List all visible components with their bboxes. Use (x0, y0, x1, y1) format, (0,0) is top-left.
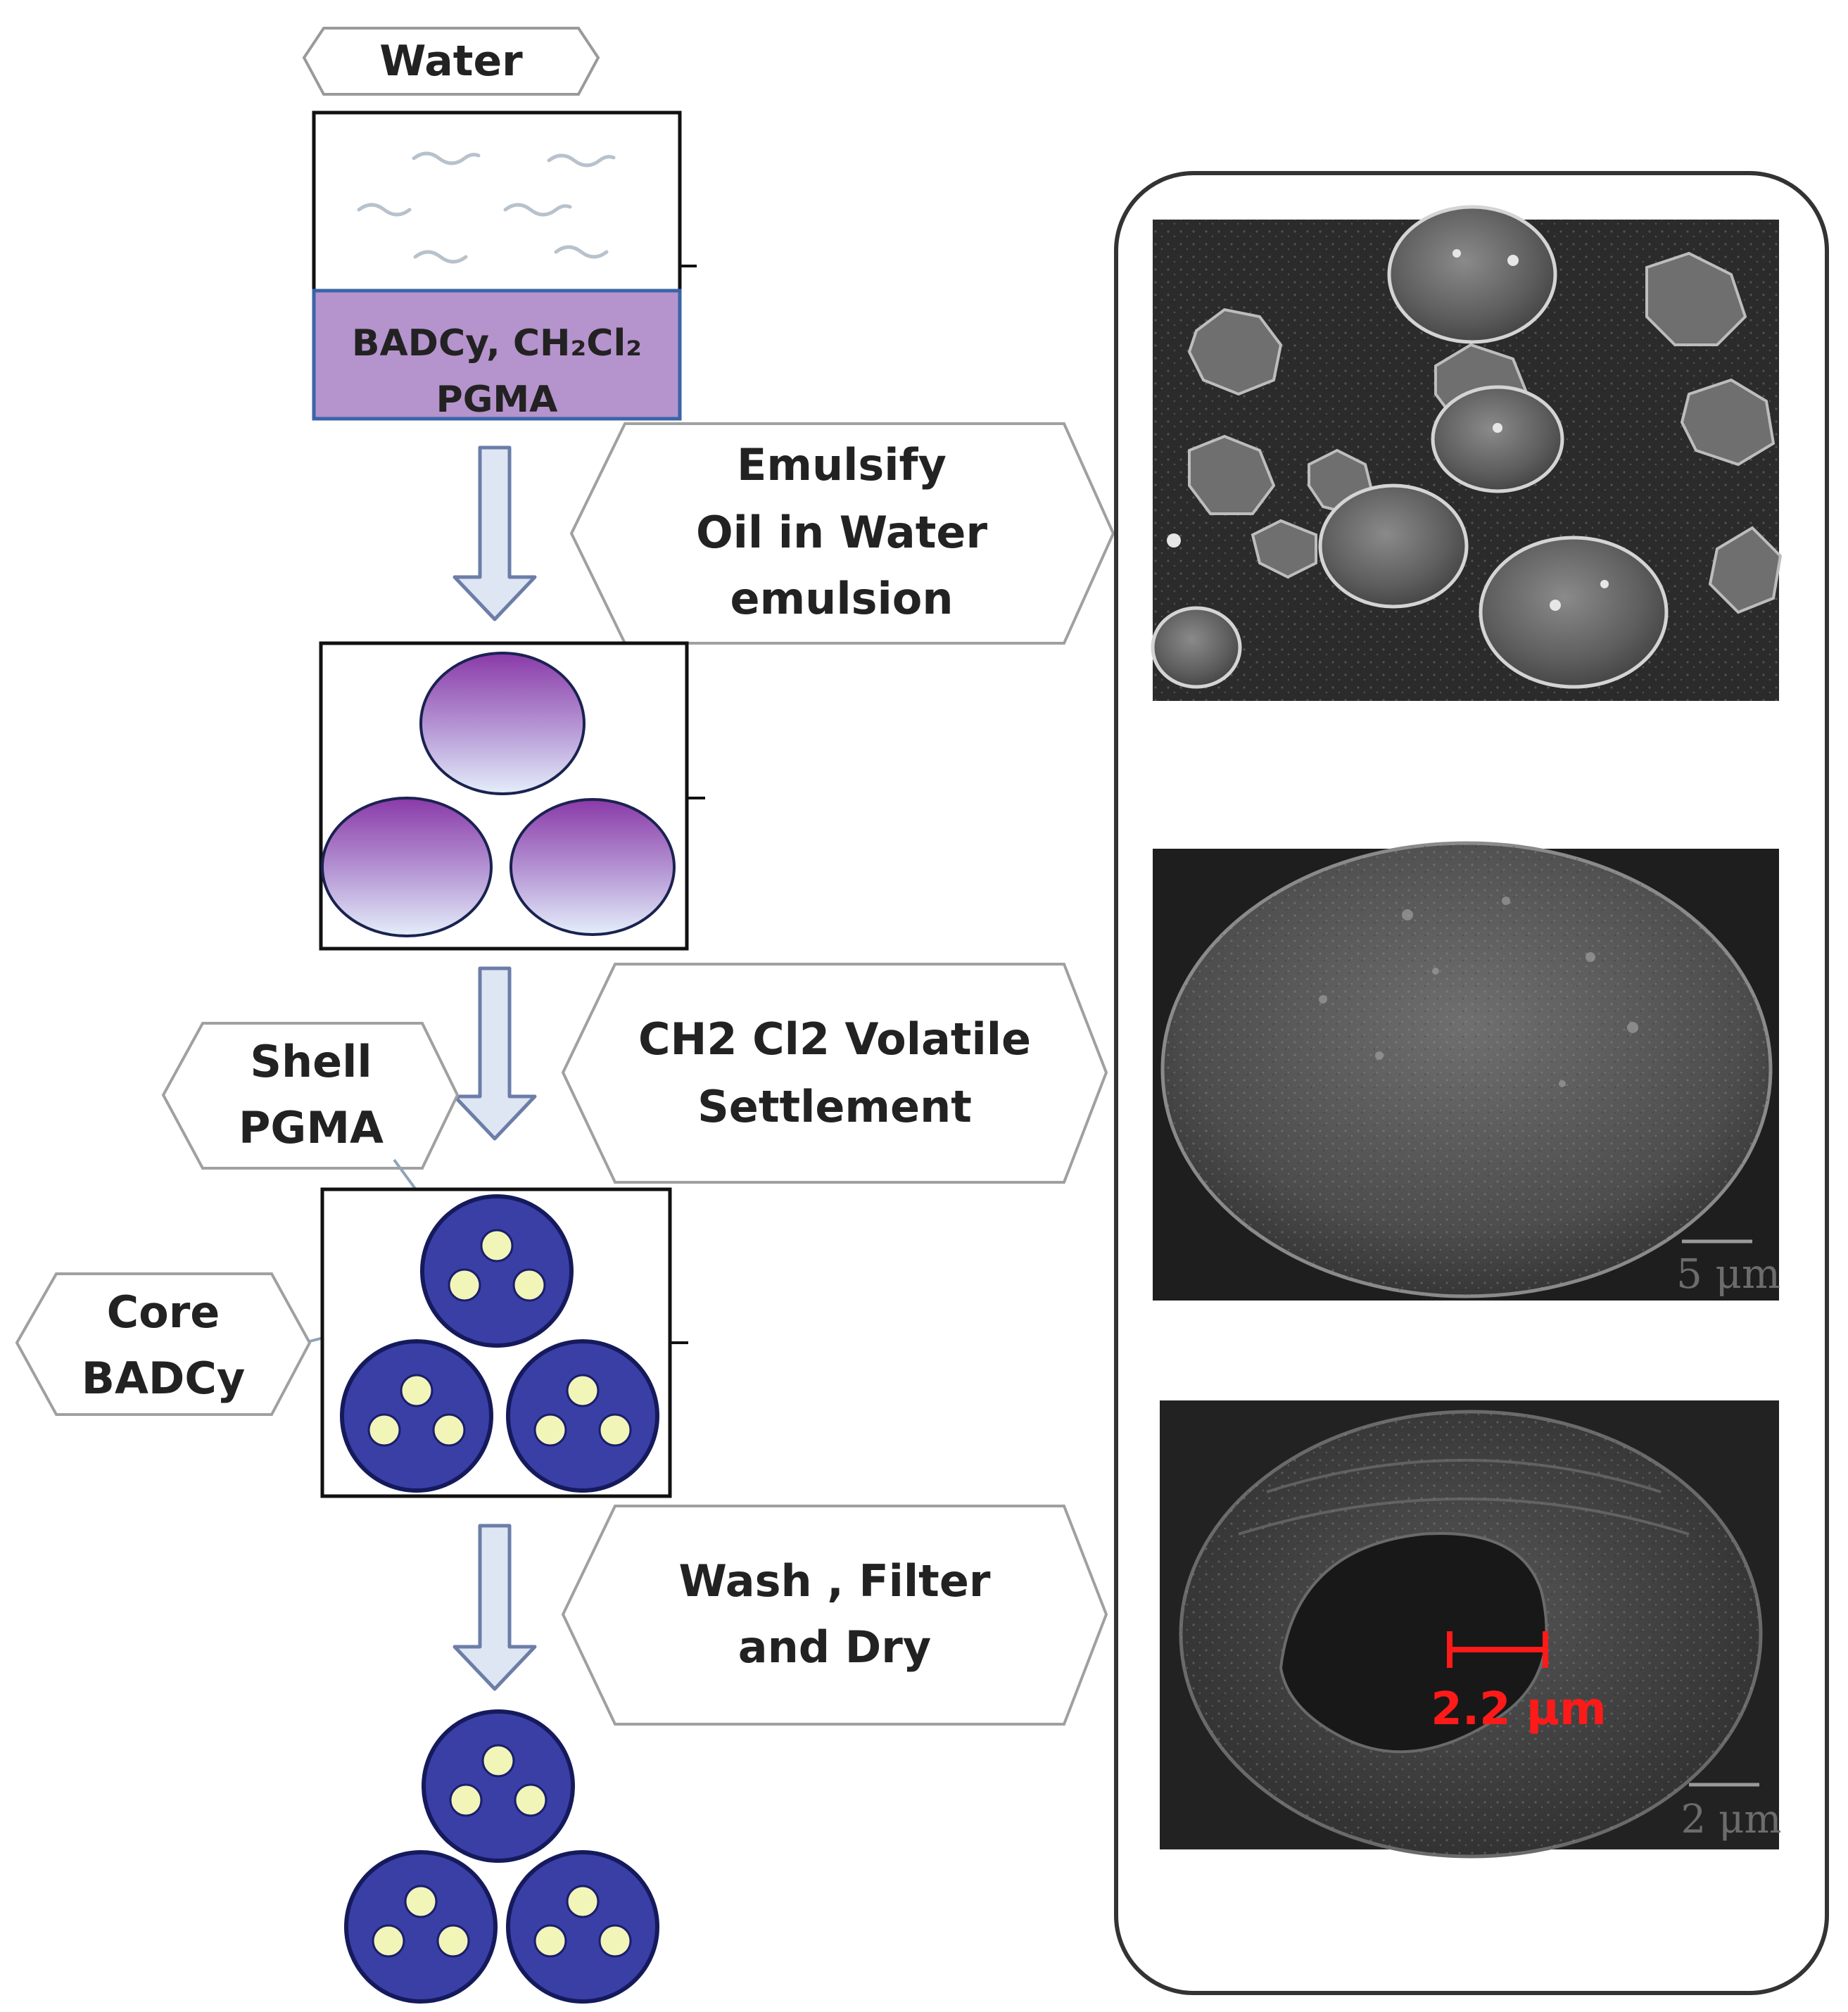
microcapsule (506, 1339, 659, 1493)
step1-text-2: Oil in Water (696, 507, 987, 558)
microcapsule (420, 1194, 574, 1348)
oil-phase-text-2: PGMA (436, 379, 558, 421)
final-capsules (344, 1709, 659, 2004)
step2-text-2: Settlement (697, 1081, 972, 1132)
oil-droplet (419, 652, 586, 795)
core-shell-capsules-box (320, 1187, 688, 1498)
step-volatile-callout: CH2 Cl2 Volatile Settlement (561, 963, 1108, 1184)
measurement-annotation (1447, 1631, 1548, 1668)
sem-image-hollow-sphere: 2 μm 2.2 μm (1160, 1400, 1782, 1859)
shell-text-2: PGMA (239, 1102, 384, 1153)
microcapsule (422, 1709, 575, 1863)
down-arrow-icon (452, 445, 537, 621)
two-phase-container: BADCy, CH₂Cl₂ PGMA (312, 110, 697, 421)
measurement-label: 2.2 μm (1431, 1683, 1606, 1735)
step3-text-2: and Dry (738, 1621, 931, 1673)
microcapsule (506, 1850, 659, 2004)
core-text-2: BADCy (82, 1353, 246, 1404)
water-phase (312, 110, 682, 293)
step2-text-1: CH2 Cl2 Volatile (638, 1013, 1031, 1065)
oil-phase-text-1: BADCy, CH₂Cl₂ (352, 322, 642, 365)
microcapsule (340, 1339, 493, 1493)
sem-image-single-sphere: 5 μm (1153, 841, 1780, 1301)
core-label-callout: Core BADCy (15, 1272, 423, 1416)
oil-droplet (510, 798, 676, 936)
core-text-1: Core (107, 1286, 220, 1338)
down-arrow-icon (452, 966, 537, 1141)
oil-phase (312, 289, 682, 421)
water-label-text: Water (379, 37, 523, 86)
down-arrow-icon (452, 1524, 537, 1691)
oil-droplet (321, 797, 493, 937)
step-emulsify-callout: Emulsify Oil in Water emulsion (569, 422, 1115, 645)
microcapsule (344, 1850, 498, 2004)
step1-text-3: emulsion (730, 573, 954, 624)
sem-images-panel: 5 μm 2 μm 2.2 μm (1114, 171, 1829, 1995)
sem-image-particles (1151, 205, 1783, 701)
water-waves (357, 151, 616, 264)
sem2-scale-bar-label: 5 μm (1676, 1250, 1780, 1298)
shell-text-1: Shell (250, 1036, 372, 1087)
step3-text-1: Wash , Filter (679, 1555, 991, 1607)
step1-text-1: Emulsify (737, 439, 947, 491)
shell-label-callout: Shell PGMA (161, 1022, 460, 1219)
step-wash-callout: Wash , Filter and Dry (561, 1505, 1108, 1726)
sem3-scale-bar-label: 2 μm (1681, 1797, 1782, 1842)
water-label: Water (302, 27, 600, 96)
emulsion-droplets-box (319, 641, 705, 951)
